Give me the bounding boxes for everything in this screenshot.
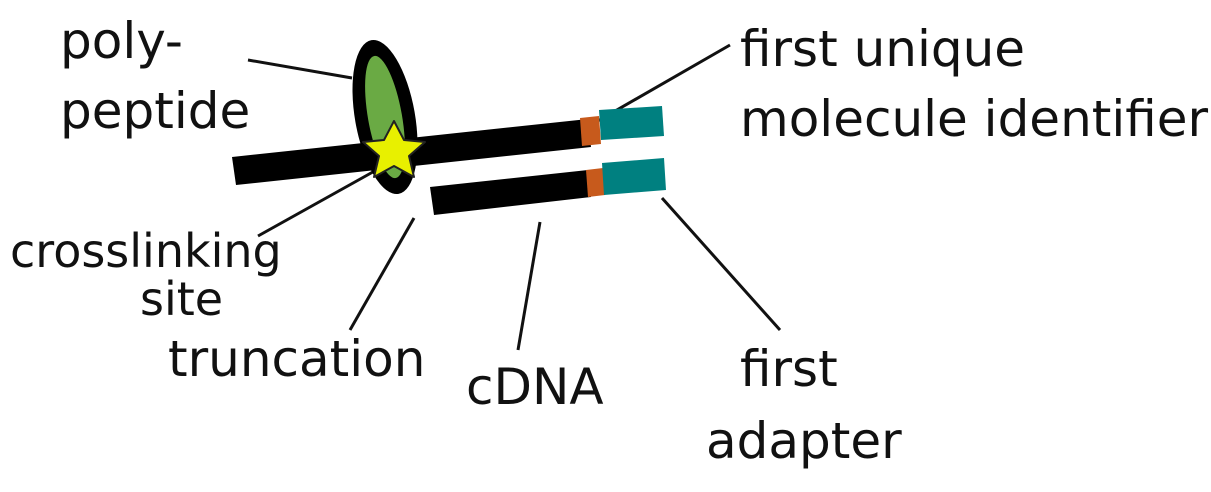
label-polypeptide-line2: peptide — [60, 82, 251, 140]
label-truncation: truncation — [168, 330, 426, 388]
label-adapter-line1: first — [740, 340, 838, 398]
label-cdna: cDNA — [466, 358, 604, 416]
label-crosslinking-line2: site — [140, 272, 224, 326]
polypeptide-blob — [352, 40, 418, 194]
adapter-leader — [660, 197, 782, 331]
truncation-leader — [348, 217, 416, 331]
cdna-adapter-segment — [602, 158, 666, 195]
rna-adapter-segment — [599, 106, 664, 140]
label-crosslinking-line1: crosslinking — [10, 224, 282, 278]
cdna-leader — [516, 221, 542, 351]
label-umi-line2: molecule identifier — [740, 90, 1209, 148]
label-polypeptide-line1: poly- — [60, 12, 183, 70]
cdna-umi-segment — [586, 168, 605, 197]
rna-umi-segment — [580, 116, 601, 146]
star-icon — [362, 120, 426, 178]
label-adapter-line2: adapter — [706, 412, 902, 470]
cdna-strand — [430, 170, 591, 215]
label-umi-line1: first unique — [740, 20, 1026, 78]
polypeptide-leader — [247, 58, 353, 80]
crosslinking-leader — [257, 166, 381, 238]
